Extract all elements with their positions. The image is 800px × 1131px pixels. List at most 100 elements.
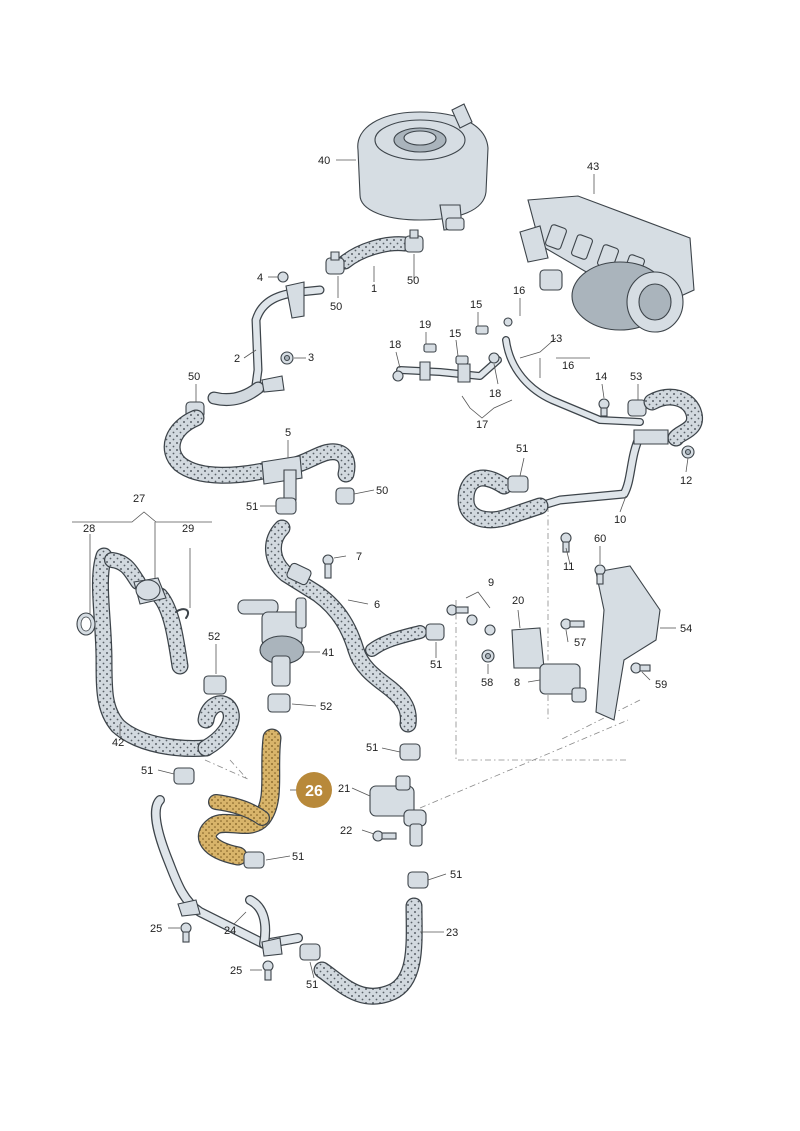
hose-5 [163, 409, 356, 501]
bolt-7 [322, 554, 334, 579]
label-52-pump: 52 [320, 701, 332, 713]
nut-3 [280, 351, 294, 365]
clamp-51-right [507, 475, 529, 493]
label-16-upper: 16 [513, 285, 525, 297]
pipe-13 [502, 336, 644, 426]
label-53: 53 [630, 371, 642, 383]
label-22: 22 [340, 825, 352, 837]
bolt-9-set [446, 604, 496, 636]
leader-lines [72, 159, 689, 979]
label-58: 58 [481, 677, 493, 689]
label-18-right: 18 [489, 388, 501, 400]
hose-6 [265, 519, 427, 733]
label-4: 4 [257, 272, 263, 284]
bolt-11 [560, 532, 572, 553]
expansion-tank [357, 103, 489, 231]
hose-1 [337, 236, 413, 270]
label-13: 13 [550, 333, 562, 345]
label-25-lower: 25 [230, 965, 242, 977]
label-21: 21 [338, 783, 350, 795]
bolt-60 [594, 564, 606, 585]
label-54: 54 [680, 623, 692, 635]
highlight-badge-circle [296, 772, 332, 808]
label-28: 28 [83, 523, 95, 535]
bolt-25-lower [262, 960, 274, 981]
part-number-labels: 40 43 4 1 50 50 2 3 50 5 51 50 16 15 19 … [83, 155, 692, 991]
highlight-badge-label: 26 [305, 783, 323, 800]
label-15-upper: 15 [470, 299, 482, 311]
label-27: 27 [133, 493, 145, 505]
label-59: 59 [655, 679, 667, 691]
pipe-10 [535, 429, 669, 511]
bolt-22 [372, 830, 397, 842]
clamp-51-hose-23-top [407, 871, 429, 889]
label-12: 12 [680, 475, 692, 487]
hose-23 [313, 897, 423, 1005]
coolant-pump-41 [237, 597, 307, 687]
label-51-left: 51 [141, 765, 153, 777]
label-25-upper: 25 [150, 923, 162, 935]
label-50-left: 50 [188, 371, 200, 383]
hose-27 [133, 577, 189, 675]
label-50-top-right: 50 [407, 275, 419, 287]
bolt-25-upper [180, 922, 192, 943]
clamp-50-top-left [325, 251, 345, 275]
bracket-54 [595, 565, 661, 721]
hose-53 [643, 388, 703, 447]
label-24: 24 [224, 925, 236, 937]
label-15-lower: 15 [449, 328, 461, 340]
label-43: 43 [587, 161, 599, 173]
bolt-57 [560, 618, 585, 630]
bolt-59 [630, 662, 651, 674]
pipe-17 [396, 356, 502, 383]
o-ring-28 [76, 612, 96, 636]
clamp-51-left [173, 767, 195, 785]
banjo-bolts [392, 317, 513, 382]
clip-29 [175, 608, 190, 619]
clamp-50-hose-5 [335, 487, 355, 505]
pipe-24 [150, 795, 303, 957]
label-14: 14 [595, 371, 607, 383]
hose-42-lower [197, 695, 240, 757]
label-16-lower: 16 [562, 360, 574, 372]
label-51-hose-23: 51 [450, 869, 462, 881]
nut-58 [481, 649, 495, 663]
clamp-52-left [203, 675, 227, 695]
bolt-14 [598, 398, 610, 417]
clamp-51-hose-23-bottom [299, 943, 321, 961]
label-41: 41 [322, 647, 334, 659]
clamp-51-hose-6 [425, 623, 445, 641]
hose-10-end [457, 469, 549, 529]
label-9: 9 [488, 577, 494, 589]
label-20: 20 [512, 595, 524, 607]
label-7: 7 [356, 551, 362, 563]
label-11: 11 [563, 561, 574, 573]
label-50-top-left: 50 [330, 301, 342, 313]
label-52-left: 52 [208, 631, 220, 643]
valve-21 [369, 775, 427, 847]
label-40: 40 [318, 155, 330, 167]
label-50-mid: 50 [376, 485, 388, 497]
label-51-mid: 51 [430, 659, 442, 671]
clamp-51-hose-5 [275, 497, 297, 515]
label-10: 10 [614, 514, 626, 526]
label-1: 1 [371, 283, 377, 295]
label-6: 6 [374, 599, 380, 611]
nut-12 [681, 445, 695, 459]
label-2: 2 [234, 353, 240, 365]
label-51-hose-26: 51 [292, 851, 304, 863]
label-3: 3 [308, 352, 314, 364]
hose-pipe-2-end [207, 375, 285, 407]
hose-42 [91, 547, 215, 757]
highlight-badge-26[interactable]: 26 [296, 772, 332, 808]
clamp-53 [627, 399, 647, 417]
label-57: 57 [574, 637, 586, 649]
label-19: 19 [419, 319, 431, 331]
label-60: 60 [594, 533, 606, 545]
label-51-upper: 51 [246, 501, 258, 513]
label-51-bottom: 51 [306, 979, 318, 991]
bracket-pipe-2 [250, 271, 325, 397]
assembly-guide-lines [204, 506, 641, 809]
clamp-51-valve [399, 743, 421, 761]
